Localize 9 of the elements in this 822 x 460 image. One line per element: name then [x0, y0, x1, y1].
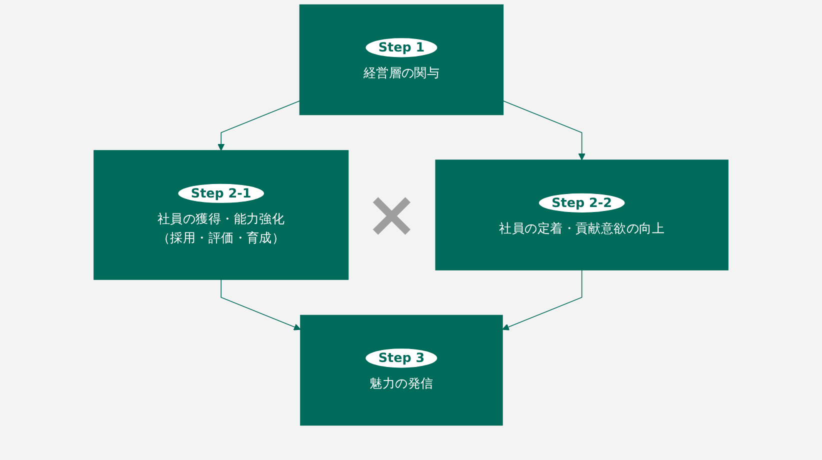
- node-box: Step 2-2 社員の定着・貢献意欲の向上: [435, 160, 728, 270]
- arrow: [502, 100, 586, 160]
- node-box: Step 2-1 社員の獲得・能力強化 （採用・評価・育成）: [94, 150, 349, 280]
- times-sign: ×: [364, 183, 419, 247]
- arrow: [502, 270, 582, 330]
- arrow: [218, 100, 300, 151]
- node-box: Step 3 魅力の発信: [300, 314, 503, 426]
- arrow: [220, 279, 301, 330]
- node-box: Step 1 経営層の関与: [299, 4, 504, 116]
